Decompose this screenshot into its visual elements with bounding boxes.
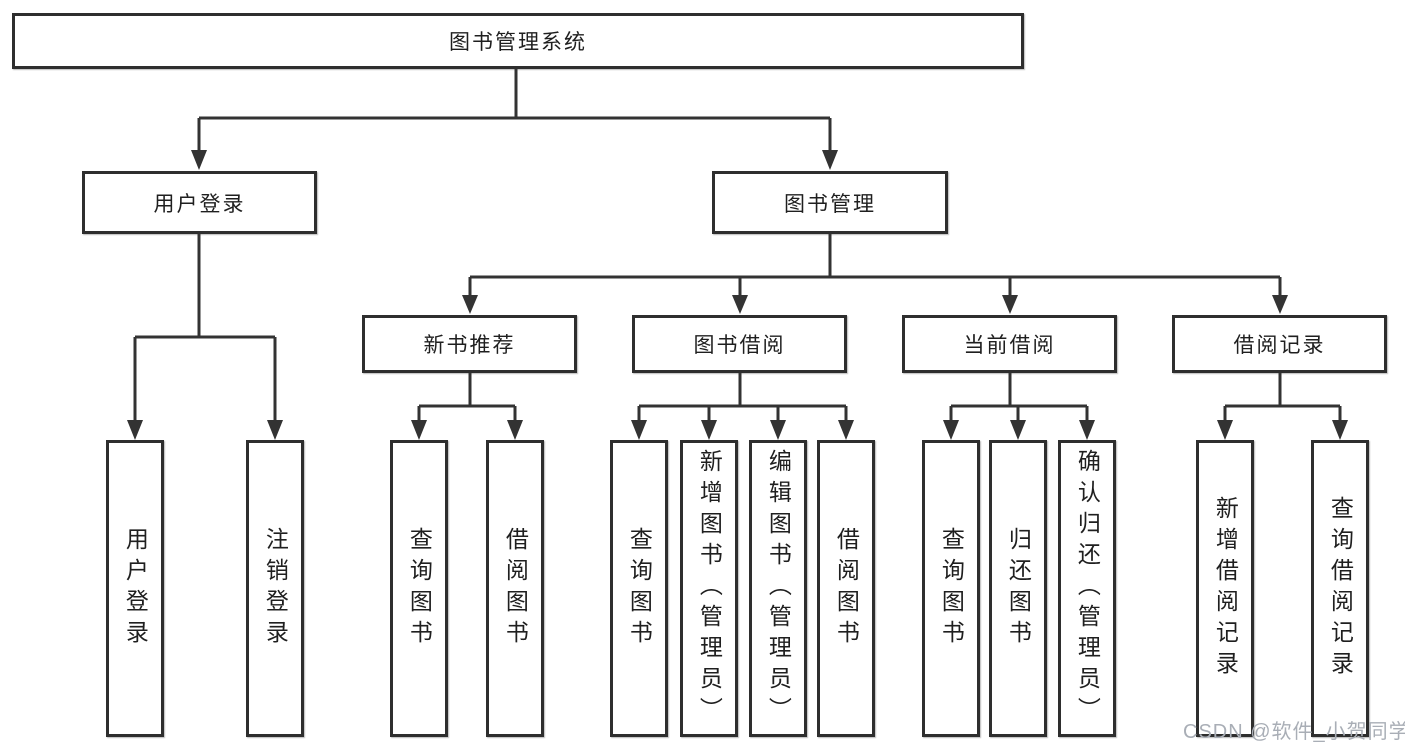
node-label: 新增借阅记录 xyxy=(1212,495,1239,682)
connector-current-branch xyxy=(943,372,1095,440)
node-label: 新书推荐 xyxy=(423,334,516,357)
node-label: 注销登录 xyxy=(262,526,289,651)
leaf-confirm-return-admin: 确认归还（管理员） xyxy=(1058,440,1116,737)
node-label: 图书管理系统 xyxy=(449,31,587,54)
leaf-user-login: 用户登录 xyxy=(106,440,164,737)
connector-borrow-branch xyxy=(631,372,854,440)
node-label: 查询图书 xyxy=(626,526,653,651)
leaf-borrow-books-1: 借阅图书 xyxy=(486,440,544,737)
node-system-root: 图书管理系统 xyxy=(12,13,1024,69)
node-label: 借阅图书 xyxy=(502,526,529,651)
leaf-add-borrow-record: 新增借阅记录 xyxy=(1196,440,1254,737)
node-label: 当前借阅 xyxy=(963,334,1056,357)
node-label: 借阅图书 xyxy=(833,526,860,651)
leaf-add-books-admin: 新增图书（管理员） xyxy=(680,440,738,737)
node-label: 编辑图书（管理员） xyxy=(765,449,792,728)
leaf-query-books-2: 查询图书 xyxy=(610,440,668,737)
leaf-edit-books-admin: 编辑图书（管理员） xyxy=(749,440,807,737)
leaf-logout: 注销登录 xyxy=(246,440,304,737)
node-label: 用户登录 xyxy=(153,192,246,216)
leaf-borrow-books-2: 借阅图书 xyxy=(817,440,875,737)
leaf-query-borrow-record: 查询借阅记录 xyxy=(1311,440,1369,737)
connector-records-branch xyxy=(1217,372,1348,440)
leaf-return-books: 归还图书 xyxy=(989,440,1047,737)
node-label: 图书借阅 xyxy=(693,334,786,357)
node-label: 图书管理 xyxy=(784,192,876,216)
node-label: 确认归还（管理员） xyxy=(1074,449,1101,728)
node-book-management: 图书管理 xyxy=(712,171,948,234)
connector-new-books-branch xyxy=(411,372,523,440)
node-user-login: 用户登录 xyxy=(82,171,317,234)
leaf-query-books-3: 查询图书 xyxy=(922,440,980,737)
node-label: 归还图书 xyxy=(1005,526,1032,651)
node-book-borrow: 图书借阅 xyxy=(632,315,847,373)
node-label: 查询图书 xyxy=(938,526,965,651)
node-current-borrow: 当前借阅 xyxy=(902,315,1117,373)
csdn-watermark: CSDN @软件_小贺同学 xyxy=(1183,721,1405,743)
connector-login-branch xyxy=(127,233,283,440)
node-new-book-recommend: 新书推荐 xyxy=(362,315,577,373)
connector-book-mgmt-to-level3 xyxy=(462,233,1288,314)
node-label: 查询图书 xyxy=(406,526,433,651)
node-label: 借阅记录 xyxy=(1233,334,1326,357)
leaf-query-books-1: 查询图书 xyxy=(390,440,448,737)
connector-root-to-level2 xyxy=(191,69,838,170)
node-label: 用户登录 xyxy=(122,526,149,651)
node-label: 查询借阅记录 xyxy=(1327,495,1354,682)
node-borrow-records: 借阅记录 xyxy=(1172,315,1387,373)
node-label: 新增图书（管理员） xyxy=(696,449,723,728)
